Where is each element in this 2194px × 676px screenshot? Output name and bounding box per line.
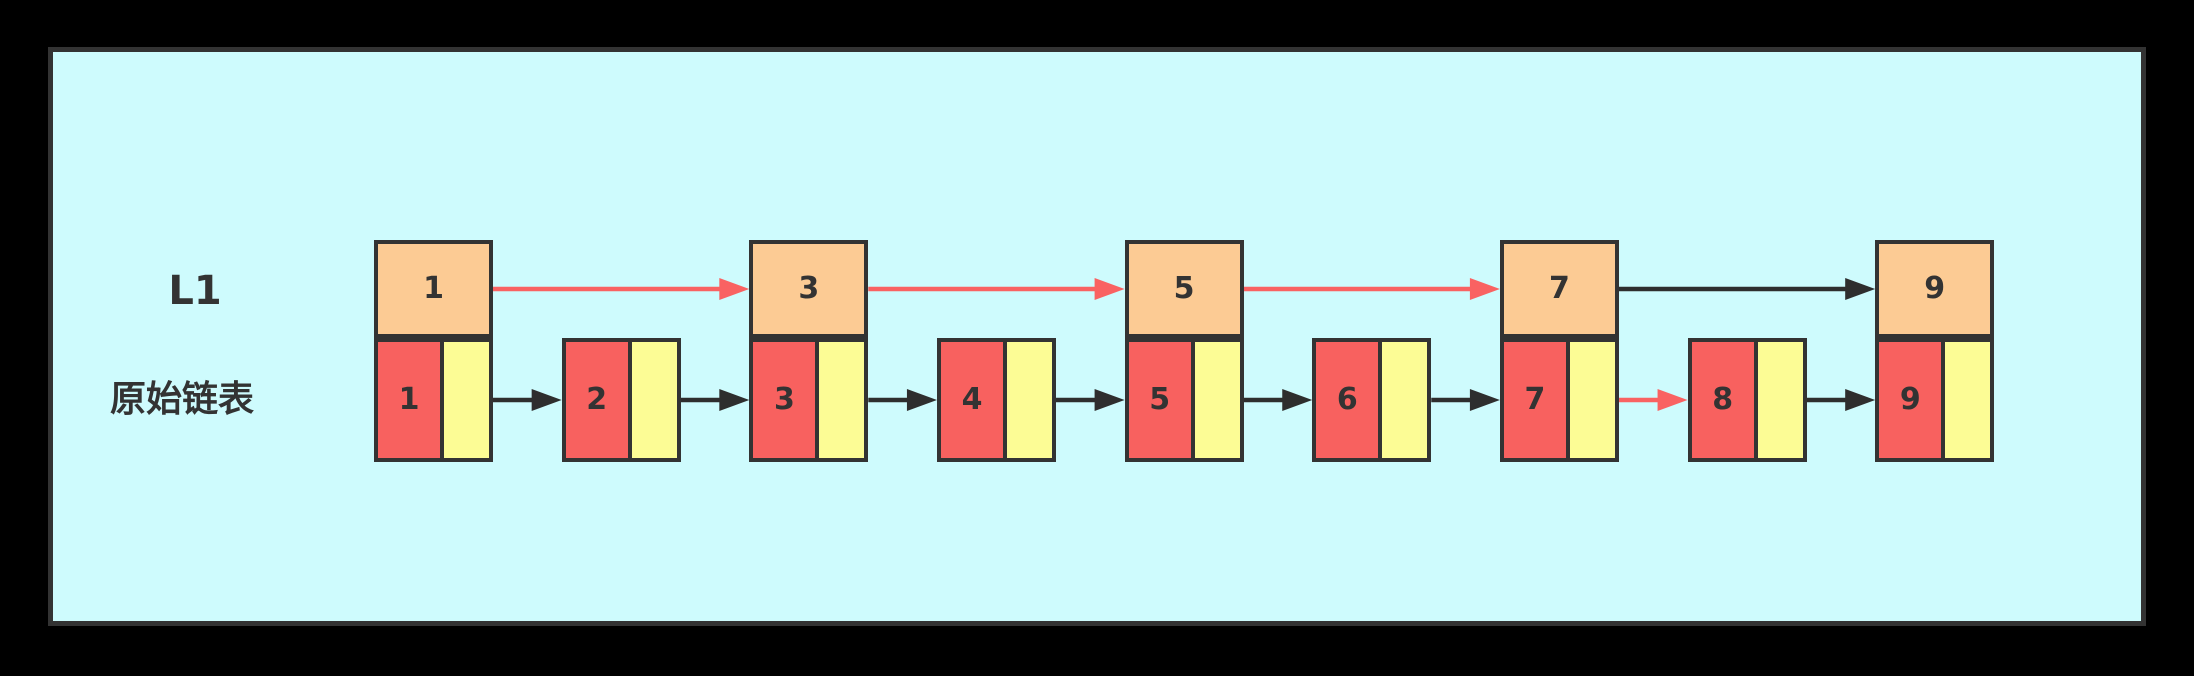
list-node-value-cell: 6 bbox=[1316, 342, 1379, 458]
list-node-value-cell: 4 bbox=[940, 342, 1004, 458]
l1-node-7: 7 bbox=[1499, 240, 1619, 338]
list-node-pointer-cell bbox=[1566, 342, 1615, 458]
list-node-value-cell: 5 bbox=[1128, 342, 1191, 458]
original-list-row-label: 原始链表 bbox=[109, 379, 254, 420]
list-node-value-cell: 8 bbox=[1691, 342, 1754, 458]
list-node-1: 1 bbox=[374, 338, 493, 462]
l1-row-label: L1 bbox=[168, 268, 222, 314]
l1-arrow-5-7 bbox=[1243, 278, 1500, 300]
list-node-pointer-cell bbox=[815, 342, 865, 458]
list-arrow-1-2 bbox=[493, 389, 562, 411]
list-arrow-6-7 bbox=[1431, 389, 1500, 411]
list-node-4: 4 bbox=[936, 338, 1056, 462]
l1-node-3: 3 bbox=[749, 240, 869, 338]
list-arrow-2-3 bbox=[680, 389, 750, 411]
list-arrow-4-5 bbox=[1055, 389, 1125, 411]
list-node-pointer-cell bbox=[1941, 342, 1991, 458]
list-node-3: 3 bbox=[749, 338, 869, 462]
list-node-value-cell: 7 bbox=[1503, 342, 1567, 458]
list-node-value-cell: 9 bbox=[1879, 342, 1942, 458]
list-arrow-5-6 bbox=[1243, 389, 1313, 411]
list-node-8: 8 bbox=[1687, 338, 1807, 462]
list-node-value: 3 bbox=[773, 382, 795, 417]
l1-node-1: 1 bbox=[374, 240, 493, 338]
l1-node-value: 3 bbox=[798, 271, 820, 306]
l1-node-value: 9 bbox=[1924, 271, 1946, 306]
list-node-value: 5 bbox=[1149, 382, 1171, 417]
l1-node-5: 5 bbox=[1124, 240, 1244, 338]
list-node-value: 9 bbox=[1899, 382, 1921, 417]
list-node-value-cell: 1 bbox=[378, 342, 441, 458]
list-node-value: 4 bbox=[961, 382, 983, 417]
list-node-pointer-cell bbox=[1190, 342, 1240, 458]
list-node-7: 7 bbox=[1499, 338, 1619, 462]
list-node-pointer-cell bbox=[1753, 342, 1803, 458]
l1-node-value: 7 bbox=[1548, 271, 1570, 306]
list-arrow-3-4 bbox=[868, 389, 937, 411]
l1-arrow-1-3 bbox=[493, 278, 750, 300]
list-node-value: 8 bbox=[1712, 382, 1734, 417]
list-node-pointer-cell bbox=[1378, 342, 1428, 458]
list-node-value: 1 bbox=[398, 382, 420, 417]
list-node-6: 6 bbox=[1312, 338, 1432, 462]
list-node-pointer-cell bbox=[627, 342, 677, 458]
list-node-pointer-cell bbox=[440, 342, 489, 458]
list-node-5: 5 bbox=[1124, 338, 1244, 462]
l1-node-value: 5 bbox=[1173, 271, 1195, 306]
l1-node-value: 1 bbox=[423, 271, 444, 306]
list-node-9: 9 bbox=[1875, 338, 1995, 462]
l1-arrow-7-9 bbox=[1618, 278, 1876, 300]
list-arrow-8-9 bbox=[1806, 389, 1876, 411]
list-node-value: 2 bbox=[586, 382, 608, 417]
list-node-value-cell: 3 bbox=[753, 342, 816, 458]
list-node-pointer-cell bbox=[1003, 342, 1052, 458]
l1-node-9: 9 bbox=[1875, 240, 1995, 338]
l1-arrow-3-5 bbox=[868, 278, 1125, 300]
list-node-value: 7 bbox=[1524, 382, 1546, 417]
list-node-value: 6 bbox=[1336, 382, 1358, 417]
list-arrow-7-8 bbox=[1618, 389, 1688, 411]
list-node-value-cell: 2 bbox=[565, 342, 628, 458]
list-node-2: 2 bbox=[561, 338, 681, 462]
